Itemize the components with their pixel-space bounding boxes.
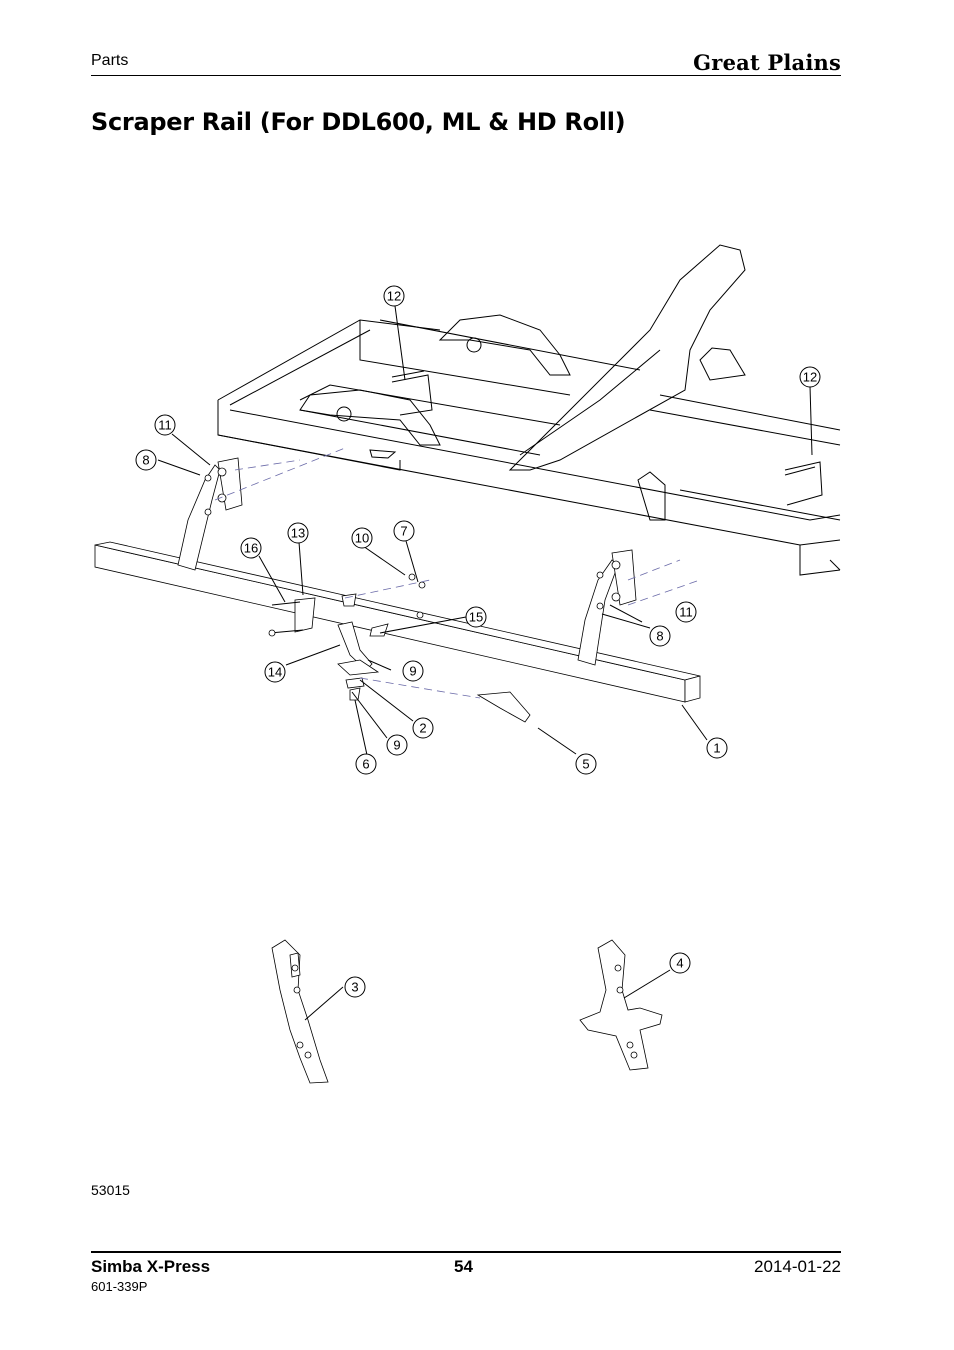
svg-text:9: 9 bbox=[409, 664, 416, 679]
svg-text:11: 11 bbox=[158, 418, 172, 433]
callout-15: 15 bbox=[465, 606, 487, 628]
parts-diagram: 12 12 11 8 13 16 10 7 15 14 9 2 9 6 5 1 … bbox=[94, 244, 841, 1084]
callout-11-b: 11 bbox=[675, 601, 697, 623]
svg-text:12: 12 bbox=[387, 289, 401, 304]
callout-10: 10 bbox=[351, 527, 373, 549]
document-number: 601-339P bbox=[91, 1279, 148, 1294]
svg-text:9: 9 bbox=[393, 738, 400, 753]
product-name: Simba X-Press bbox=[91, 1257, 211, 1276]
svg-text:11: 11 bbox=[679, 605, 693, 620]
callout-9-b: 9 bbox=[386, 734, 408, 756]
section-label: Parts bbox=[91, 52, 129, 69]
callout-6: 6 bbox=[355, 753, 377, 775]
page-number: 54 bbox=[454, 1257, 473, 1276]
scraper-rail bbox=[94, 541, 701, 703]
leader-lines bbox=[157, 305, 813, 1021]
callout-2: 2 bbox=[412, 717, 434, 739]
page-title: Scraper Rail (For DDL600, ML & HD Roll) bbox=[91, 108, 626, 136]
svg-text:14: 14 bbox=[268, 665, 282, 680]
svg-text:10: 10 bbox=[355, 531, 369, 546]
callout-12-b: 12 bbox=[799, 366, 821, 388]
callout-8-b: 8 bbox=[649, 625, 671, 647]
svg-text:2: 2 bbox=[419, 721, 426, 736]
svg-text:13: 13 bbox=[291, 526, 305, 541]
callout-5: 5 bbox=[575, 753, 597, 775]
callout-13: 13 bbox=[287, 522, 309, 544]
svg-text:3: 3 bbox=[351, 980, 358, 995]
callout-16: 16 bbox=[240, 537, 262, 559]
header-divider bbox=[91, 75, 841, 76]
frame-drawing bbox=[217, 244, 841, 576]
svg-text:8: 8 bbox=[656, 629, 663, 644]
svg-text:8: 8 bbox=[142, 453, 149, 468]
clamp-assembly bbox=[268, 573, 531, 723]
svg-text:6: 6 bbox=[362, 757, 369, 772]
callout-9-a: 9 bbox=[402, 660, 424, 682]
scraper-detail-4 bbox=[579, 939, 663, 1071]
callout-1: 1 bbox=[706, 737, 728, 759]
callout-8-a: 8 bbox=[135, 449, 157, 471]
u-bolt-left bbox=[391, 370, 433, 416]
footer-divider bbox=[91, 1251, 841, 1253]
svg-text:16: 16 bbox=[244, 541, 258, 556]
svg-text:1: 1 bbox=[713, 741, 720, 756]
callout-14: 14 bbox=[264, 661, 286, 683]
figure-code: 53015 bbox=[91, 1182, 130, 1198]
svg-text:5: 5 bbox=[582, 757, 589, 772]
scraper-detail-3 bbox=[271, 939, 329, 1084]
callout-4: 4 bbox=[669, 952, 691, 974]
u-bolt-right bbox=[784, 461, 823, 506]
svg-text:12: 12 bbox=[803, 370, 817, 385]
alignment-lines bbox=[214, 447, 701, 699]
callout-7: 7 bbox=[393, 520, 415, 542]
callout-12-a: 12 bbox=[383, 285, 405, 307]
svg-text:4: 4 bbox=[676, 956, 683, 971]
bracket-right bbox=[577, 549, 637, 666]
svg-text:15: 15 bbox=[469, 610, 483, 625]
callout-3: 3 bbox=[344, 976, 366, 998]
svg-text:7: 7 bbox=[400, 524, 407, 539]
publish-date: 2014-01-22 bbox=[754, 1257, 841, 1276]
callout-11-a: 11 bbox=[154, 414, 176, 436]
brand-logo: Great Plains bbox=[693, 50, 841, 75]
bracket-left bbox=[177, 457, 243, 571]
